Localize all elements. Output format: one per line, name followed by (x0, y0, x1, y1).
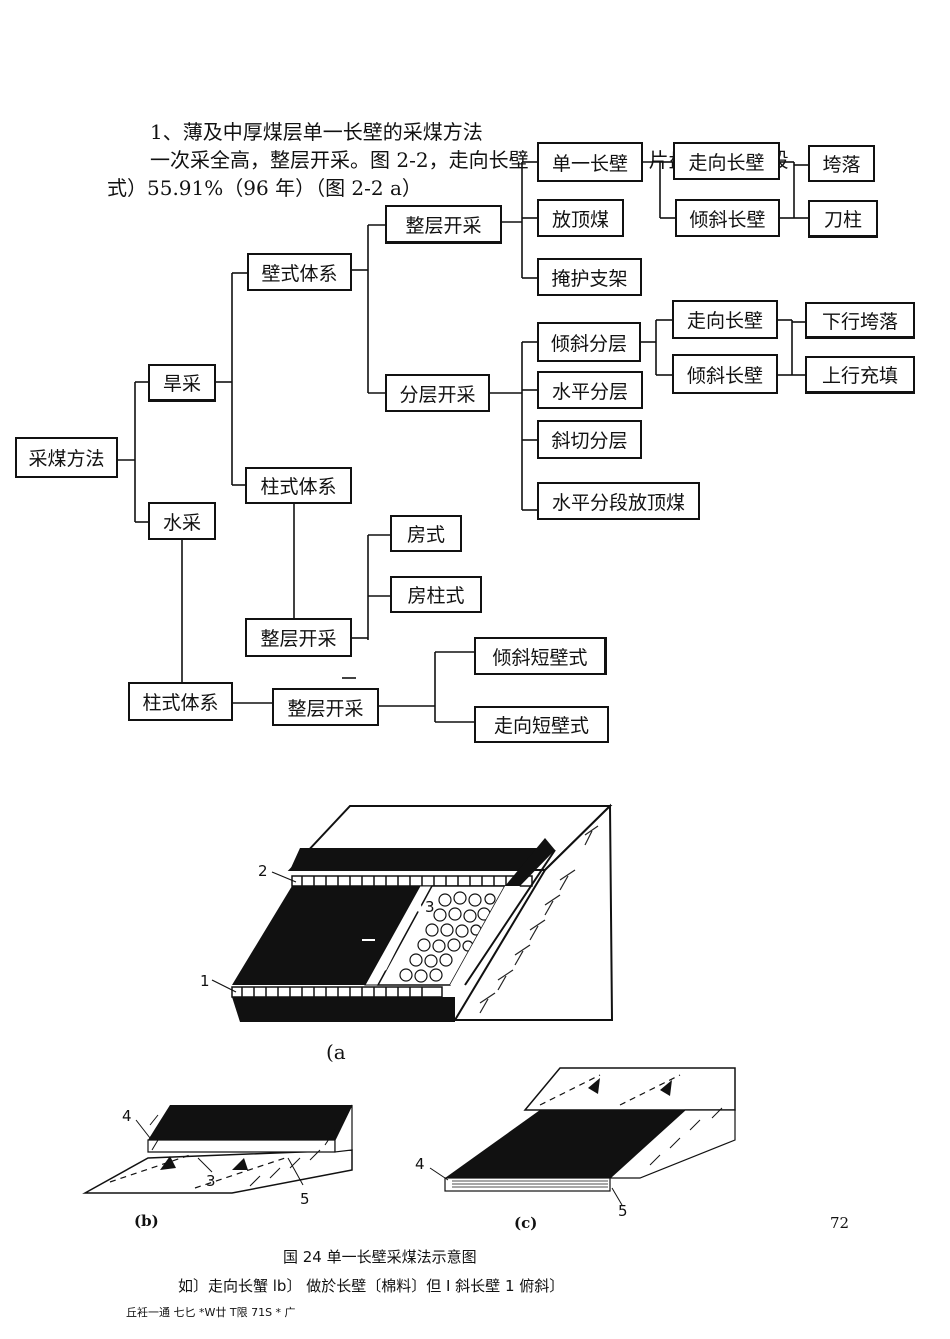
tree-connectors (118, 161, 808, 723)
figure-subcaption: 如〕走向长蟹 lb〕 做於长壁〔棉料〕但 I 斜长壁 1 俯斜〕 (178, 1277, 565, 1295)
figure-a-label-2: 2 (258, 862, 268, 880)
node-water: 水采 (148, 502, 216, 540)
node-top-coal: 放顶煤 (537, 199, 624, 237)
figure-b-label-4: 4 (122, 1107, 132, 1125)
node-pillar-system: 柱式体系 (245, 467, 352, 504)
node-layered: 分层开采 (385, 374, 490, 412)
node-full-layer-2: 整层开采 (245, 618, 352, 657)
figure-b-caption: (b) (134, 1212, 159, 1230)
node-incline-short: 倾斜短壁式 (474, 637, 607, 675)
node-incline-longwall-1: 倾斜长壁 (675, 199, 780, 237)
node-full-layer-3: 整层开采 (272, 688, 379, 726)
figure-a-label-3: 3 (425, 898, 435, 916)
node-strike-longwall-1: 走向长壁 (673, 142, 780, 180)
scan-note: 丘衽一通 七匕 *W廿 T限 71S * 广 (126, 1306, 296, 1319)
figure-caption: 国 24 单一长壁采煤法示意图 (283, 1248, 477, 1266)
node-strike-short: 走向短壁式 (474, 706, 609, 743)
node-incline-layer: 倾斜分层 (537, 322, 641, 362)
node-caving-1: 垮落 (808, 145, 875, 182)
figure-c-label-4: 4 (415, 1155, 425, 1173)
node-oblique-layer: 斜切分层 (537, 420, 642, 459)
figure-c-caption: (c) (514, 1214, 538, 1232)
node-dry: 旱采 (148, 364, 216, 402)
node-incline-longwall-2: 倾斜长壁 (672, 354, 778, 394)
node-room: 房式 (390, 515, 462, 552)
body-line-2: 式）55.91%（96 年）（图 2-2 a） (107, 176, 422, 200)
node-wall-system: 壁式体系 (247, 253, 352, 291)
node-room-pillar: 房柱式 (390, 576, 482, 613)
section-heading: 1、薄及中厚煤层单一长壁的采煤方法 (150, 120, 483, 144)
node-pillar-knife: 刀柱 (808, 200, 878, 238)
figure-b-label-3: 3 (206, 1172, 216, 1190)
node-full-layer-1: 整层开采 (385, 205, 502, 244)
node-up-fill: 上行充填 (805, 356, 915, 394)
node-horizontal-top-coal: 水平分段放顶煤 (537, 482, 700, 520)
node-root: 采煤方法 (15, 437, 118, 478)
node-shield: 掩护支架 (537, 258, 642, 296)
figure-c-label-5: 5 (618, 1202, 628, 1220)
node-water-pillar-system: 柱式体系 (128, 682, 233, 721)
node-down-caving: 下行垮落 (805, 302, 915, 339)
node-single-longwall: 单一长壁 (537, 142, 643, 182)
page-number: 72 (830, 1214, 850, 1232)
figure-a-caption: (a (326, 1040, 346, 1064)
node-horizontal-layer: 水平分层 (537, 371, 643, 409)
figure-b-label-5: 5 (300, 1190, 310, 1208)
node-strike-longwall-2: 走向长壁 (672, 300, 778, 339)
figure-a-label-1: 1 (200, 972, 210, 990)
